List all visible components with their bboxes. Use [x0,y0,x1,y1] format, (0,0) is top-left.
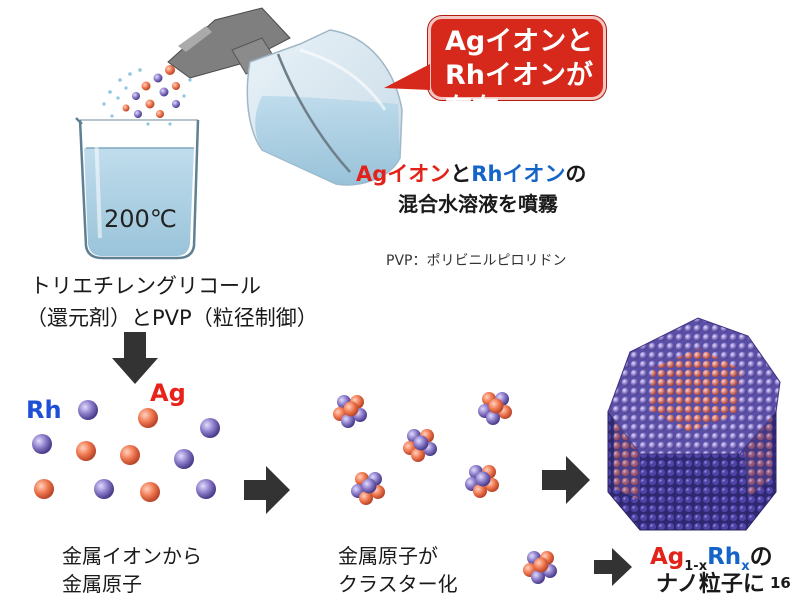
step2-caption-line-1: 金属原子が [338,544,438,568]
beaker-temperature: 200℃ [104,205,177,233]
spray-label-rh: Rhイオン [471,162,566,186]
spray-bottle [167,7,403,186]
atom-clusters [333,392,557,584]
result-suffix: の [749,544,773,570]
rh-label: Rh [26,396,62,424]
free-atoms [32,400,220,502]
spray-label-line2: 混合水溶液を噴霧 [398,192,558,216]
pvp-note: PVP：ポリビニルピロリドン [386,253,567,269]
result-formula: Ag1-xRhxの [650,537,773,574]
step1-caption-line-1: 金属イオンから [62,544,202,568]
result-sub-1: 1-x [684,559,708,574]
solvent-line-2: （還元剤）とPVP（粒径制御） [26,306,318,330]
right-arrow-2 [542,456,590,504]
down-arrow [112,332,158,384]
callout-line-1: Agイオンと [445,26,594,57]
step1-caption-line-2: 金属原子 [62,572,142,596]
spray-label-ag: Agイオン [356,162,451,186]
callout-tail [384,64,430,90]
callout-box: Agイオンと Rhイオンが存在 [428,16,606,125]
step2-caption-line-2: クラスター化 [338,572,458,596]
spray-label-no: の [565,162,587,186]
right-arrow-1 [244,466,290,514]
page-number: 16 [770,574,791,592]
result-ag: Ag [650,544,685,570]
callout-line-2: Rhイオンが存在 [445,60,594,125]
result-line-2: ナノ粒子に [656,572,765,597]
spray-droplets [102,65,192,126]
result-rh: Rh [707,544,742,570]
spray-label: AgイオンとRhイオンの [356,158,586,188]
solvent-line-1: トリエチレングリコール [30,274,261,298]
result-sub-2: x [741,559,750,574]
beaker [75,117,200,260]
ag-label: Ag [150,379,186,407]
spray-label-to: と [450,162,472,186]
nanoparticle [607,317,781,531]
right-arrow-3 [594,548,632,586]
